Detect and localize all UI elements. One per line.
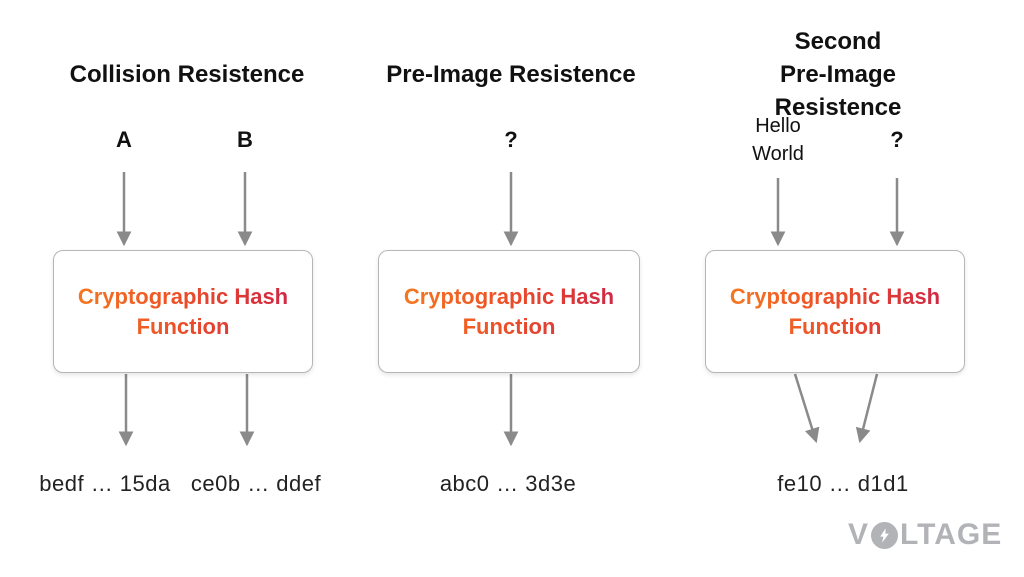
collision-resistance-title: Collision Resistence (69, 61, 305, 88)
arrow-output-second-left (793, 373, 820, 444)
voltage-logo-v: V (848, 518, 870, 551)
preimage-resistance-title: Pre-Image Resistence (386, 61, 636, 88)
hash-function-label-3: Cryptographic Hash Function (710, 282, 960, 342)
input-label-question-1: ? (504, 127, 518, 152)
hash-function-box-3: Cryptographic Hash Function (705, 250, 965, 373)
input-label-b: B (237, 127, 253, 152)
hash-output-b: ce0b … ddef (190, 471, 322, 496)
input-label-a: A (116, 127, 132, 152)
second-preimage-resistance-title: Second Pre-Image Resistence (774, 28, 902, 121)
hash-output-second-preimage: fe10 … d1d1 (777, 471, 909, 496)
hash-output-a: bedf … 15da (39, 471, 171, 496)
arrow-output-second-right (855, 373, 879, 444)
voltage-logo-ltage: LTAGE (900, 518, 1003, 551)
hash-output-preimage: abc0 … 3d3e (439, 471, 577, 496)
hash-function-label-1: Cryptographic Hash Function (58, 282, 308, 342)
input-label-hello-world: Hello World (752, 115, 804, 165)
voltage-logo: V LTAGE (848, 518, 1003, 551)
input-label-question-2: ? (890, 127, 904, 152)
hash-function-box-1: Cryptographic Hash Function (53, 250, 313, 373)
hash-function-box-2: Cryptographic Hash Function (378, 250, 640, 373)
voltage-logo-bolt-icon (871, 521, 899, 549)
hash-function-label-2: Cryptographic Hash Function (384, 282, 634, 342)
